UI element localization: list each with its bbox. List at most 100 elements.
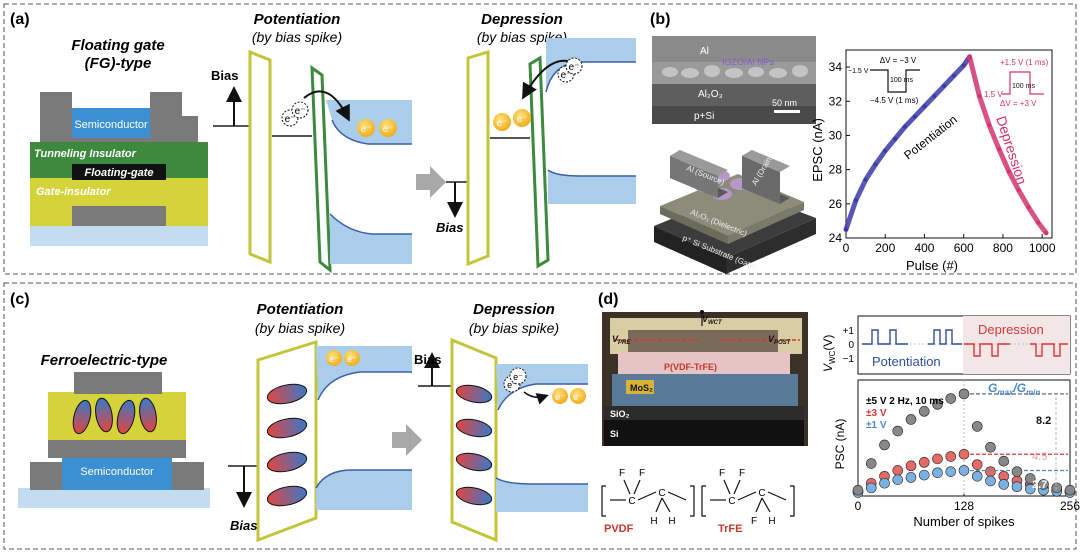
- psc-chart: 0 128 256: [852, 379, 1080, 513]
- epsc-series-0-point: [922, 104, 927, 109]
- fe-vpost-main: V: [768, 334, 775, 344]
- psc-series-2-point: [985, 441, 996, 453]
- fe-pvdf-trfe-label: P(VDF-TrFE): [664, 362, 717, 372]
- epsc-series-0-point: [883, 148, 888, 153]
- epsc-dep-pulse-inset: [1002, 71, 1044, 95]
- epsc-xtick-label: 200: [875, 241, 895, 255]
- sem-al2o3-label: Al₂O₃: [698, 89, 723, 100]
- psc-series-0-point: [971, 459, 983, 470]
- vwc-potentiation-label: Potentiation: [872, 354, 941, 369]
- psc-ratio-5v: 8.2: [1036, 415, 1051, 427]
- fe-depression-title: Depression: [473, 301, 555, 318]
- psc-series-0-point: [945, 451, 957, 462]
- frame-bottom: [3, 282, 1077, 550]
- sem-substrate-label: p+Si: [694, 111, 714, 122]
- psc-legend-3v: ±3 V: [866, 408, 887, 419]
- psc-series-1-point: [932, 467, 943, 479]
- epsc-series-0-line: [843, 54, 973, 232]
- fg-title-line2: (FG)-type: [85, 55, 152, 72]
- epsc-series-0-point: [863, 177, 868, 182]
- fe-vwct-main: V: [702, 314, 709, 324]
- epsc-series-0-point: [932, 94, 937, 99]
- fg-pot-e1: e⁻: [285, 114, 296, 125]
- fg-pot-e3: e⁻: [361, 124, 372, 135]
- chem-pvdf-label: PVDF: [604, 523, 634, 535]
- chem-c4: C: [758, 488, 765, 499]
- epsc-series-0-point: [961, 63, 966, 68]
- psc-series-0-point: [892, 465, 904, 476]
- fe-potentiation-band: [228, 339, 412, 543]
- psc-series-0-point: [918, 457, 930, 468]
- psc-xlabel: Number of spikes: [913, 514, 1015, 529]
- epsc-series-0-point: [893, 136, 898, 141]
- epsc-series-1-point: [997, 147, 1002, 152]
- psc-ratio-max: max: [997, 388, 1014, 397]
- epsc-series-1-point: [967, 54, 972, 59]
- fe-3d-device: [602, 310, 808, 446]
- chem-h3: H: [768, 516, 775, 527]
- psc-xtick-label: 128: [954, 499, 974, 513]
- chem-f3: F: [719, 468, 725, 479]
- psc-series-1-point: [918, 469, 930, 481]
- epsc-series-0-point: [873, 162, 878, 167]
- epsc-dep-top: +1.5 V (1 ms): [1000, 58, 1049, 67]
- chem-c2: C: [658, 488, 665, 499]
- psc-series-0-point: [932, 453, 943, 465]
- fg-semiconductor-label: Semiconductor: [74, 119, 148, 131]
- psc-series-1-point: [1011, 481, 1023, 493]
- epsc-series-1-point: [1044, 230, 1049, 235]
- epsc-ytick-label: 32: [829, 94, 843, 108]
- sem-scale-label: 50 nm: [772, 98, 797, 108]
- psc-series-1-point: [945, 466, 957, 477]
- fe-dep-e4: e⁻: [573, 392, 583, 402]
- psc-series-1-point: [892, 474, 904, 486]
- psc-series-1-point: [985, 475, 996, 487]
- panel-c-tag: (c): [10, 291, 30, 308]
- chem-c1: C: [628, 496, 635, 507]
- psc-xtick-label: 256: [1060, 499, 1080, 513]
- epsc-series-0-point: [844, 227, 848, 232]
- fe-depression-band: [418, 337, 588, 543]
- fe-potentiation-sub: (by bias spike): [255, 320, 345, 336]
- fg-pot-e4: e⁻: [383, 124, 394, 135]
- vwc-ylabel: VWC(V): [821, 335, 837, 372]
- fg-tunneling-label: Tunneling Insulator: [34, 148, 137, 160]
- fe-si-label: Si: [610, 429, 619, 439]
- vwc-pulse-chart: [857, 315, 1071, 375]
- chem-f4: F: [739, 468, 745, 479]
- psc-series-2-point: [879, 439, 890, 451]
- psc-series-1-point: [905, 472, 917, 483]
- epsc-series-0-point: [951, 73, 956, 78]
- psc-series-0-point: [985, 466, 996, 477]
- psc-series-2-point: [892, 425, 904, 437]
- epsc-pot-dv: ΔV = −3 V: [880, 56, 917, 65]
- vwc-ylabel-main: V: [821, 363, 835, 372]
- vwc-ytick-neg: −1: [843, 354, 855, 365]
- epsc-series-1-point: [977, 94, 982, 99]
- fe-vpost-label: VPOST: [768, 334, 792, 346]
- epsc-series-0-point: [912, 114, 917, 119]
- fe-depression-sub: (by bias spike): [469, 320, 559, 336]
- psc-legend-1v: ±1 V: [866, 420, 887, 431]
- panel-a-tag: (a): [10, 11, 30, 28]
- vwc-ytick-pos: +1: [843, 326, 855, 337]
- epsc-series-1-point: [987, 123, 992, 128]
- fg-dep-e1: e⁻: [561, 70, 572, 81]
- sem-image: [652, 36, 816, 124]
- fg-title-line1: Floating gate: [71, 37, 164, 54]
- psc-ratio-g2: G: [1017, 381, 1026, 395]
- chem-f2: F: [639, 468, 645, 479]
- psc-xtick-label: 0: [855, 499, 862, 513]
- fg-transition-arrow: [416, 166, 446, 198]
- fe-title: Ferroelectric-type: [41, 352, 168, 369]
- epsc-ytick-label: 24: [829, 231, 843, 245]
- fe-bias-label-dep: Bias: [414, 352, 441, 367]
- psc-series-2-point: [905, 414, 917, 425]
- psc-ratio-1v: 2.7: [1032, 479, 1047, 491]
- fe-vpre-main: V: [612, 334, 619, 344]
- fg-potentiation-band: [213, 49, 412, 274]
- chem-trfe-label: TrFE: [718, 523, 742, 535]
- psc-series-2-point: [918, 406, 930, 417]
